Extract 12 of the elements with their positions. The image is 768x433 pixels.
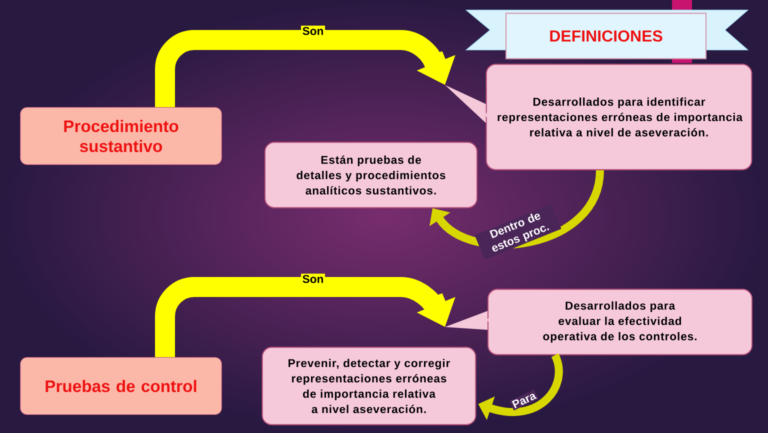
- callout-box: Desarrollados para identificar representaciones erróneas de importancia relativa a nivel de aseveración.: [445, 64, 752, 170]
- info-box: Prevenir, detectar y corregir representaciones erróneas de importancia relativa a nivel aseveración.: [262, 346, 476, 426]
- arrow: [430, 170, 604, 248]
- term-box: Procedimiento sustantivo: [20, 107, 222, 165]
- title-scroll: DEFINICIONES: [505, 12, 707, 60]
- edge-label: Son: [300, 26, 326, 36]
- edge-label: Son: [300, 274, 326, 284]
- edge-label: Para: [509, 389, 539, 411]
- edge-label: Dentro de estos proc.: [474, 204, 562, 260]
- callout-box: Desarrollados para evaluar la efectividad operativa de los controles.: [445, 288, 753, 356]
- info-box: Están pruebas de detalles y procedimientos analíticos sustantivos.: [264, 142, 478, 208]
- term-box: Pruebas de control: [20, 357, 222, 415]
